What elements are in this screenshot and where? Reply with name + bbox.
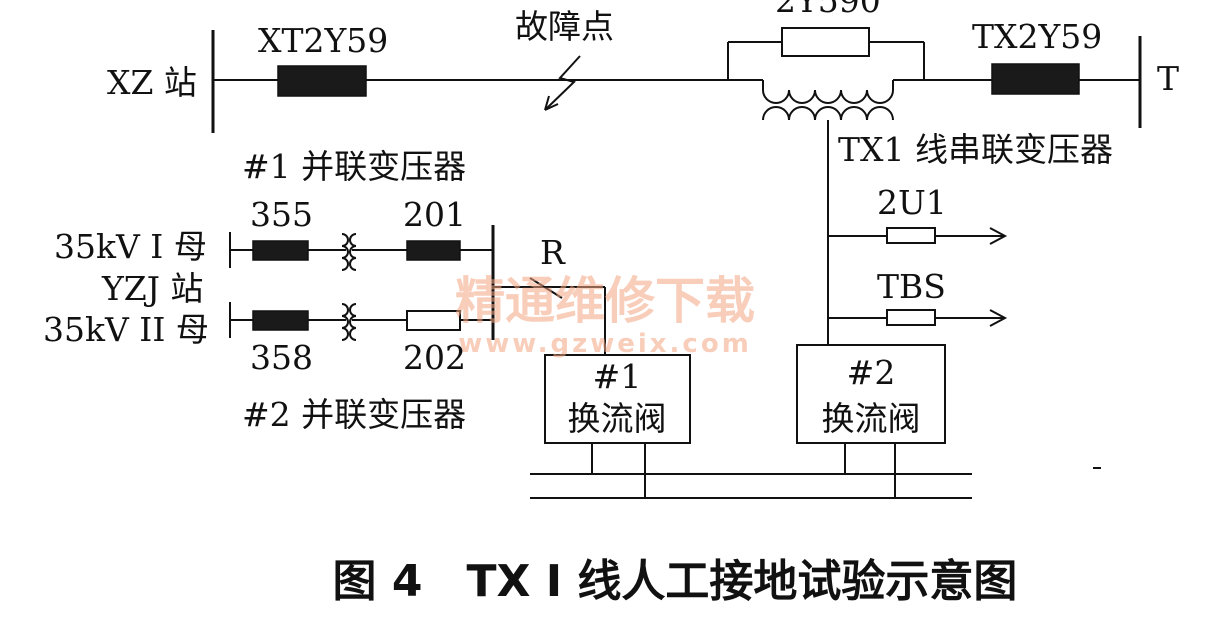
label-breaker-358: 358 bbox=[250, 338, 313, 377]
label-bus-2: 35kV II 母 bbox=[43, 310, 209, 349]
label-fault-point: 故障点 bbox=[515, 7, 614, 46]
label-bus-1: 35kV I 母 bbox=[54, 227, 207, 266]
fault-arrow-icon bbox=[544, 55, 581, 111]
fault-arrow-head-icon bbox=[544, 95, 559, 111]
label-xz-station: XZ 站 bbox=[107, 63, 197, 102]
label-converter-2-num: #2 bbox=[847, 353, 896, 392]
breaker-355 bbox=[252, 240, 309, 261]
shunt-transformer-2-coil-left bbox=[341, 303, 349, 341]
label-breaker-355: 355 bbox=[250, 195, 313, 234]
converter-valve-2 bbox=[796, 344, 946, 444]
branch-2u1-resistor bbox=[886, 227, 936, 244]
branch-2u1-arrow-icon bbox=[989, 227, 1008, 245]
shunt-transformer-1-coil-right bbox=[349, 233, 357, 271]
label-converter-1-name: 换流阀 bbox=[568, 399, 667, 438]
label-breaker-202: 202 bbox=[403, 338, 466, 377]
label-series-transformer: TX1 线串联变压器 bbox=[838, 130, 1113, 169]
branch-tbs-arrow-icon bbox=[989, 309, 1008, 327]
label-converter-2-name: 换流阀 bbox=[822, 399, 921, 438]
xt2y59-breaker bbox=[277, 65, 367, 97]
r-switch bbox=[529, 277, 563, 299]
label-yzj-station: YZJ 站 bbox=[101, 269, 203, 308]
converter-valve-1 bbox=[544, 354, 691, 444]
label-converter-1-num: #1 bbox=[593, 357, 642, 396]
watermark-url: www.gzweix.com bbox=[458, 329, 752, 359]
label-r: R bbox=[540, 233, 566, 272]
tx2y59-breaker bbox=[991, 63, 1080, 95]
label-shunt-transformer-2: #2 并联变压器 bbox=[242, 395, 466, 434]
label-breaker-201: 201 bbox=[403, 195, 466, 234]
figure-caption: 图 4 TX I 线人工接地试验示意图 bbox=[333, 556, 1018, 607]
watermark-title: 精通维修下载 bbox=[455, 272, 755, 330]
breaker-201 bbox=[406, 240, 461, 261]
breaker-202 bbox=[406, 310, 461, 331]
branch-tbs-resistor bbox=[886, 309, 936, 326]
label-tbs: TBS bbox=[877, 267, 946, 306]
label-tx2y59: TX2Y59 bbox=[972, 17, 1102, 56]
label-shunt-transformer-1: #1 并联变压器 bbox=[242, 147, 466, 186]
label-2u1: 2U1 bbox=[877, 183, 947, 222]
series-transformer-secondary-coil bbox=[762, 106, 894, 121]
shunt-transformer-2-coil-right bbox=[349, 303, 357, 341]
label-t-station: T bbox=[1157, 59, 1179, 98]
label-2y590: 2Y590 bbox=[775, 0, 881, 20]
breaker-358 bbox=[252, 310, 309, 331]
resistor-2y590 bbox=[781, 27, 870, 57]
label-xt2y59: XT2Y59 bbox=[258, 21, 388, 60]
shunt-transformer-1-coil-left bbox=[341, 233, 349, 271]
series-transformer-primary-coil bbox=[762, 80, 894, 104]
